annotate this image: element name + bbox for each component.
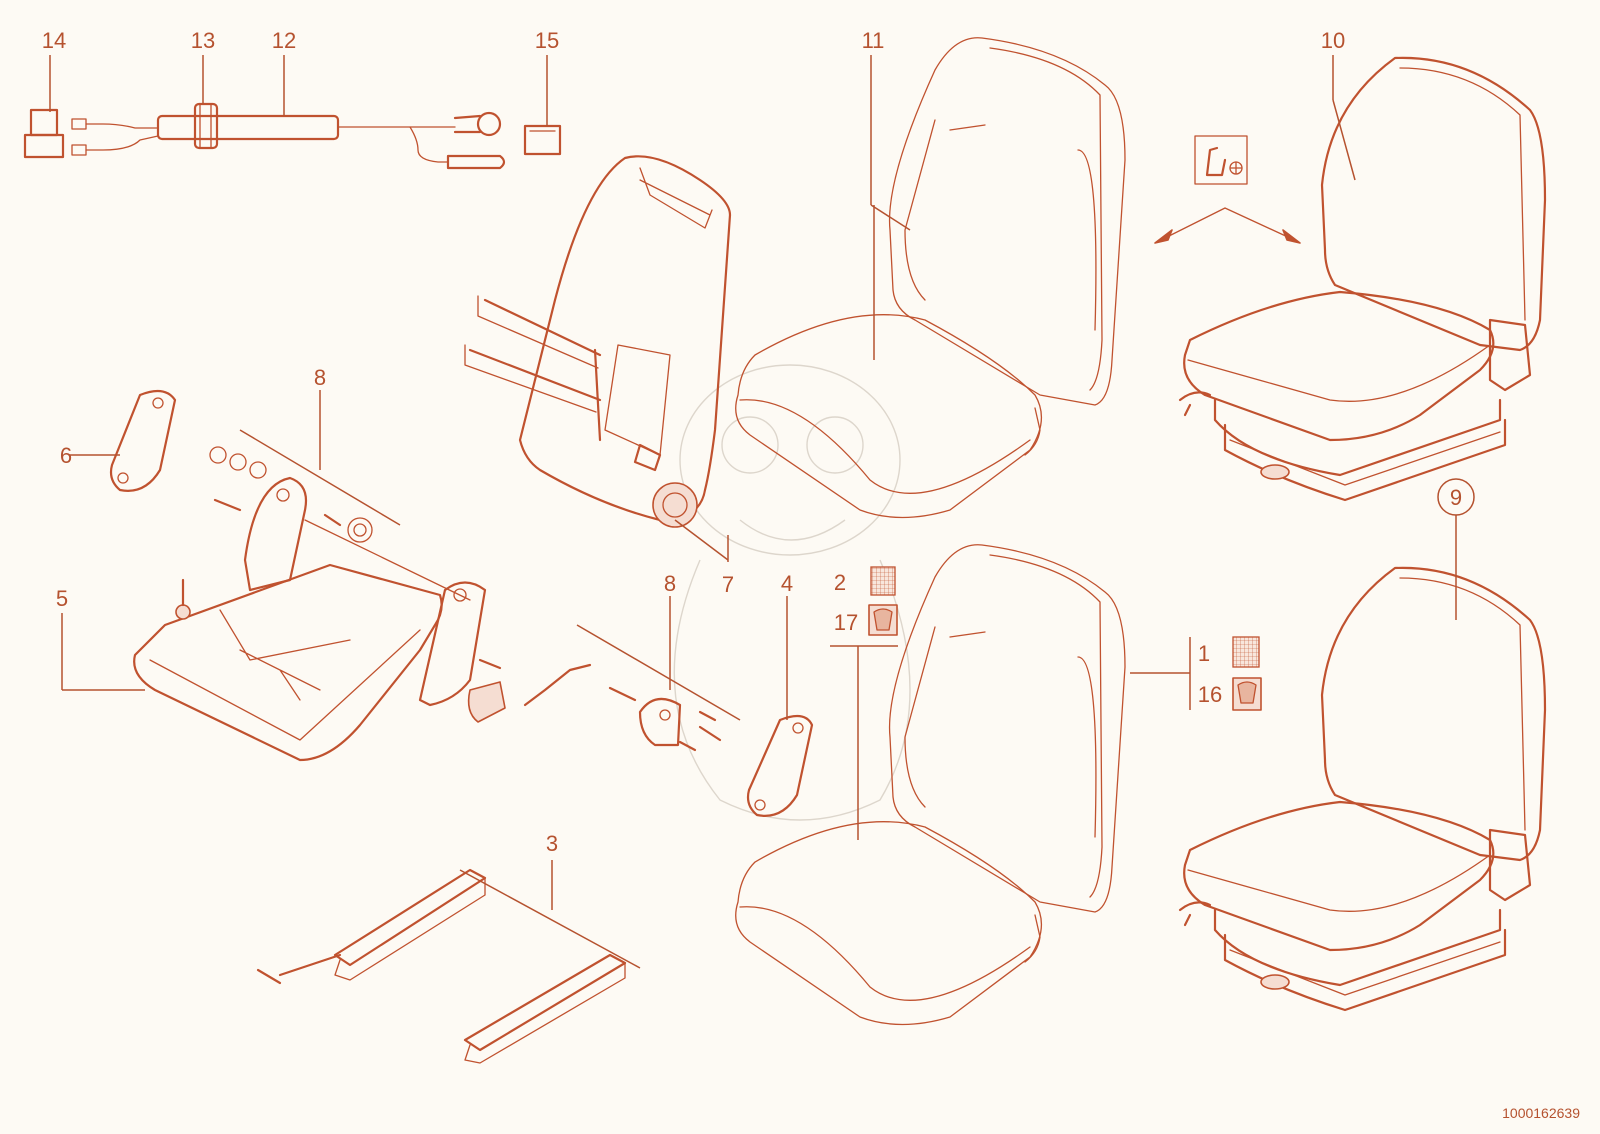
callout-8-upper: 8 (314, 365, 326, 390)
callout-12: 12 (272, 28, 296, 53)
callout-10: 10 (1321, 28, 1345, 53)
callout-9: 9 (1450, 485, 1462, 510)
watermark-figure (673, 364, 911, 821)
part-15-switch (523, 124, 562, 156)
part-8-fasteners-upper (209, 446, 373, 543)
document-id: 1000162639 (1502, 1105, 1580, 1121)
direction-arrows (1154, 207, 1301, 244)
leader-lines (49, 55, 1457, 969)
callout-4: 4 (781, 571, 793, 596)
part-3-slide-rails (256, 868, 627, 1064)
part-7-backrest-frame (464, 155, 732, 528)
part-4-side-cover (746, 714, 814, 817)
callout-17: 17 (834, 610, 858, 635)
callout-14: 14 (42, 28, 66, 53)
part-9-complete-seat (1178, 566, 1547, 1012)
leather-hide-icon (868, 604, 1262, 711)
part-13-grommet (193, 102, 219, 150)
fabric-grid-icon (870, 566, 1260, 668)
callout-11: 11 (862, 28, 885, 53)
part-8-recliner-hardware (467, 658, 722, 752)
part-6-side-cover (109, 389, 177, 492)
part-11-upholstery-set (735, 37, 1126, 519)
callout-labels: 14 13 12 15 11 10 9 8 6 5 7 8 4 2 17 1 1… (42, 28, 1462, 856)
callout-16: 16 (1198, 682, 1222, 707)
callout-15: 15 (535, 28, 559, 53)
callout-3: 3 (546, 831, 558, 856)
callout-circle-9 (1437, 478, 1475, 516)
callout-1: 1 (1198, 641, 1210, 666)
part-1-backrest-cover (888, 544, 1126, 913)
callout-6: 6 (60, 443, 72, 468)
part-5-seat-base (133, 476, 487, 762)
callout-7: 7 (722, 572, 734, 597)
callout-5: 5 (56, 586, 68, 611)
callout-2: 2 (834, 570, 846, 595)
part-10-complete-seat (1178, 56, 1547, 502)
part-2-seat-cushion-cover (735, 821, 1042, 1026)
part-12-wiring-harness (71, 111, 506, 170)
callout-8-lower: 8 (664, 571, 676, 596)
seat-ventilation-icon (1194, 135, 1248, 185)
callout-13: 13 (191, 28, 215, 53)
part-14-connector (23, 108, 65, 159)
